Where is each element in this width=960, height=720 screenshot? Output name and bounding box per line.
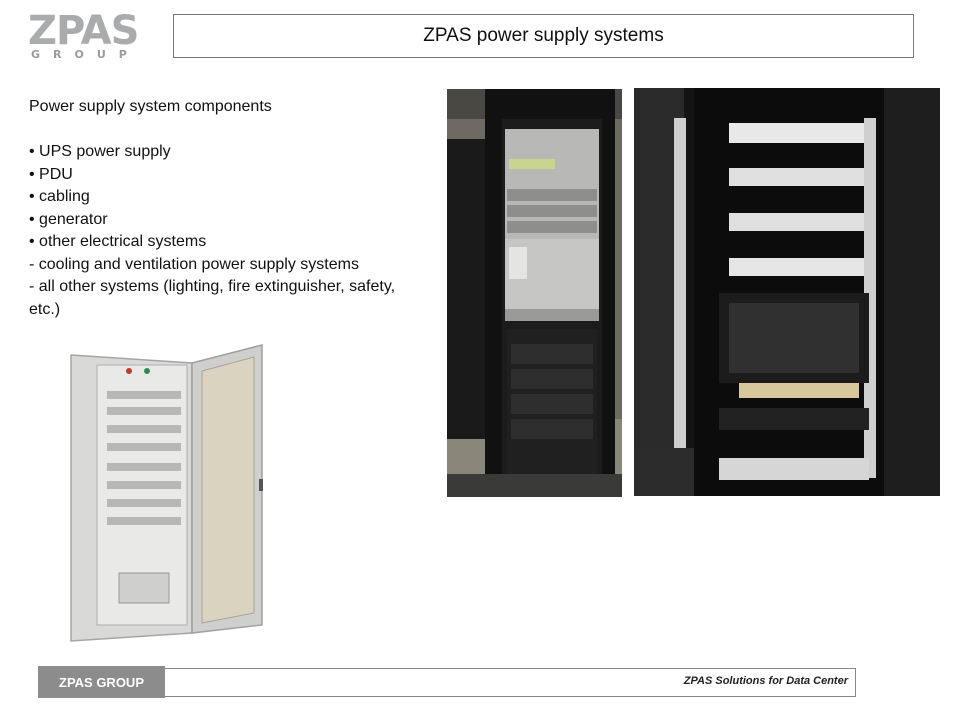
components-text: Power supply system components • UPS pow… bbox=[29, 96, 429, 321]
electrical-cabinet-photo bbox=[67, 343, 280, 649]
ups-rack-photo bbox=[447, 89, 622, 497]
logo-group-text: GROUP bbox=[31, 48, 140, 61]
components-heading: Power supply system components bbox=[29, 98, 272, 115]
list-item: • UPS power supply bbox=[29, 143, 171, 160]
list-item: • other electrical systems bbox=[29, 233, 207, 250]
list-item: - cooling and ventilation power supply s… bbox=[29, 255, 359, 273]
page-title: ZPAS power supply systems bbox=[173, 14, 914, 58]
pdu-rack-photo bbox=[634, 88, 940, 496]
list-item: • PDU bbox=[29, 165, 73, 183]
zpas-logo: ZPAS GROUP bbox=[28, 8, 146, 62]
list-item: • generator bbox=[29, 210, 108, 228]
list-item: - all other systems (lighting, fire exti… bbox=[29, 278, 396, 318]
list-item: • cabling bbox=[29, 188, 90, 205]
footer-note: ZPAS Solutions for Data Center bbox=[683, 675, 848, 687]
logo-word: ZPAS bbox=[28, 8, 139, 54]
footer-label: ZPAS GROUP bbox=[38, 666, 165, 698]
